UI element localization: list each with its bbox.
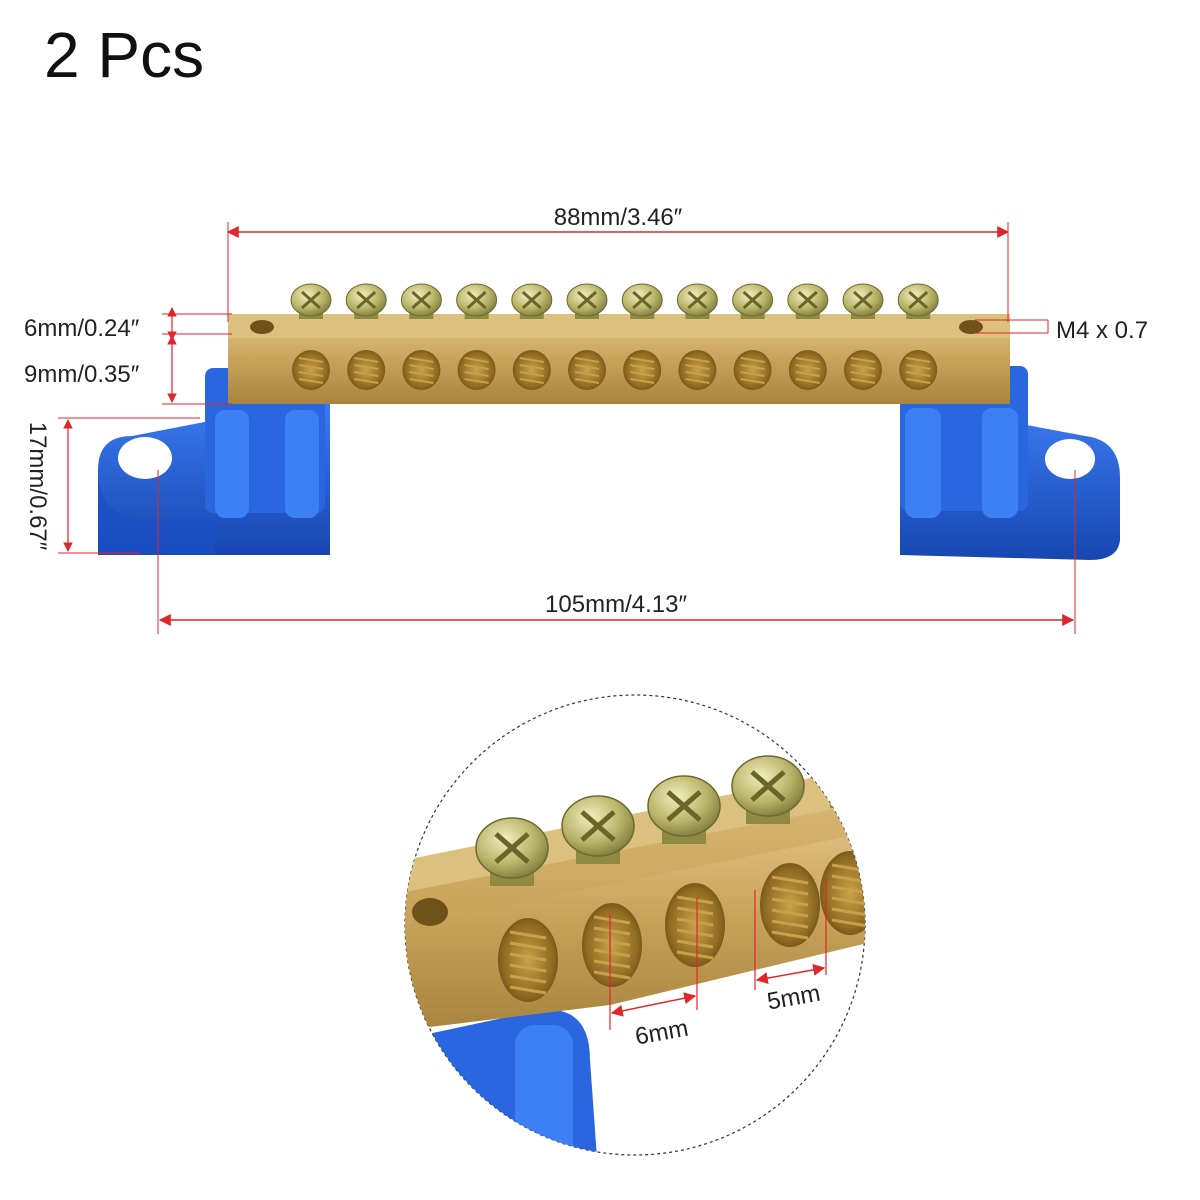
terminal-screw [475, 817, 549, 886]
dimension-105mm-spacing: 105mm/4.13″ [157, 470, 1076, 634]
terminal-hole [347, 350, 386, 390]
terminal-hole [457, 350, 496, 390]
dimension-thread: M4 x 0.7 [975, 317, 1148, 344]
terminal-screw [621, 283, 663, 319]
terminal-hole [678, 350, 717, 390]
terminal-screw [345, 283, 387, 319]
dimension-9mm-height: 9mm/0.35″ [24, 335, 232, 405]
dimension-label-length: 88mm/3.46″ [554, 204, 683, 231]
terminal-screw [400, 283, 442, 319]
dimension-label-offset: 6mm/0.24″ [24, 315, 140, 342]
terminal-screw [897, 283, 939, 319]
dimension-17mm-base: 17mm/0.67″ [24, 417, 200, 554]
terminal-screw [842, 283, 884, 319]
terminal-screw [561, 795, 635, 864]
quantity-heading: 2 Pcs [44, 19, 205, 91]
magnified-detail-icon: 6mm 5mm [404, 694, 866, 1156]
terminal-hole [733, 350, 772, 390]
terminal-hole [512, 350, 551, 390]
terminal-hole [844, 350, 882, 390]
terminal-screw [566, 283, 608, 319]
terminal-hole [568, 350, 606, 390]
terminal-screw [676, 283, 718, 319]
dimension-label-base-height: 17mm/0.67″ [24, 422, 51, 551]
dimension-label-thread: M4 x 0.7 [1056, 317, 1148, 344]
left-mounting-foot [98, 368, 330, 555]
terminal-hole [402, 350, 441, 390]
terminal-hole [788, 350, 827, 390]
terminal-screw [787, 283, 829, 319]
dimension-6mm-offset: 6mm/0.24″ [24, 307, 232, 342]
terminal-screw [456, 283, 498, 319]
terminal-hole [899, 350, 938, 390]
terminal-hole [820, 851, 865, 935]
terminal-screw [731, 755, 805, 824]
terminal-screw [647, 775, 721, 844]
terminal-screw [290, 283, 332, 319]
terminal-hole [623, 350, 662, 390]
right-mounting-foot [900, 366, 1120, 560]
dimension-label-bar-height: 9mm/0.35″ [24, 361, 140, 388]
terminal-screw [732, 283, 774, 319]
terminal-hole [292, 350, 330, 390]
terminal-screw [511, 283, 553, 319]
dimension-label-spacing: 105mm/4.13″ [545, 591, 687, 618]
dimension-88mm: 88mm/3.46″ [226, 204, 1010, 322]
brass-bar [228, 283, 1010, 404]
